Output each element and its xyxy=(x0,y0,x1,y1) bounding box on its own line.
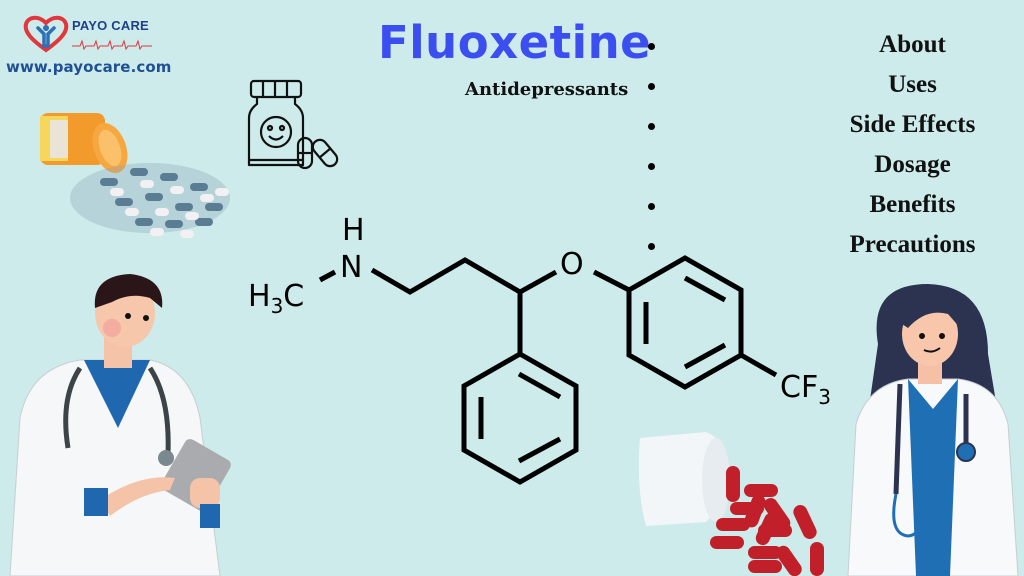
bullet-dot xyxy=(648,123,655,130)
oxygen-label: O xyxy=(560,247,584,282)
nav-item-precautions[interactable]: Precautions xyxy=(849,231,976,258)
nav-item-benefits[interactable]: Benefits xyxy=(869,191,956,218)
page-subtitle: Antidepressants xyxy=(465,79,629,100)
nav-item-uses[interactable]: Uses xyxy=(888,71,937,98)
female-doctor-illustration xyxy=(847,284,1019,576)
bullet-dot xyxy=(648,203,655,210)
bullet-dot xyxy=(648,83,655,90)
heart-figure-logo-icon xyxy=(23,15,69,53)
white-bottle-red-capsules-illustration xyxy=(638,432,824,576)
methyl-group-label: H3C xyxy=(248,279,304,318)
trifluoromethyl-label: CF3 xyxy=(780,370,831,409)
brand-name: PAYO CARE xyxy=(72,18,149,33)
amine-nitrogen-label: N xyxy=(340,250,362,285)
heartbeat-line-icon xyxy=(72,39,152,51)
page-title: Fluoxetine xyxy=(378,16,652,69)
nav-item-dosage[interactable]: Dosage xyxy=(874,151,951,178)
bullet-dot xyxy=(648,43,655,50)
smiley-pill-bottle-icon xyxy=(247,79,339,170)
website-link[interactable]: www.payocare.com xyxy=(6,58,172,76)
brand-logo[interactable]: PAYO CARE xyxy=(22,14,152,54)
amine-hydrogen-label: H xyxy=(342,213,365,248)
nav-item-side-effects[interactable]: Side Effects xyxy=(849,111,976,138)
male-doctor-illustration xyxy=(9,274,231,576)
bullet-dot xyxy=(648,243,655,250)
nav-item-about[interactable]: About xyxy=(879,31,946,58)
orange-bottle-capsules-illustration xyxy=(40,113,230,238)
topic-nav: About Uses Side Effects Dosage Benefits … xyxy=(830,28,995,268)
bullet-dot xyxy=(648,163,655,170)
